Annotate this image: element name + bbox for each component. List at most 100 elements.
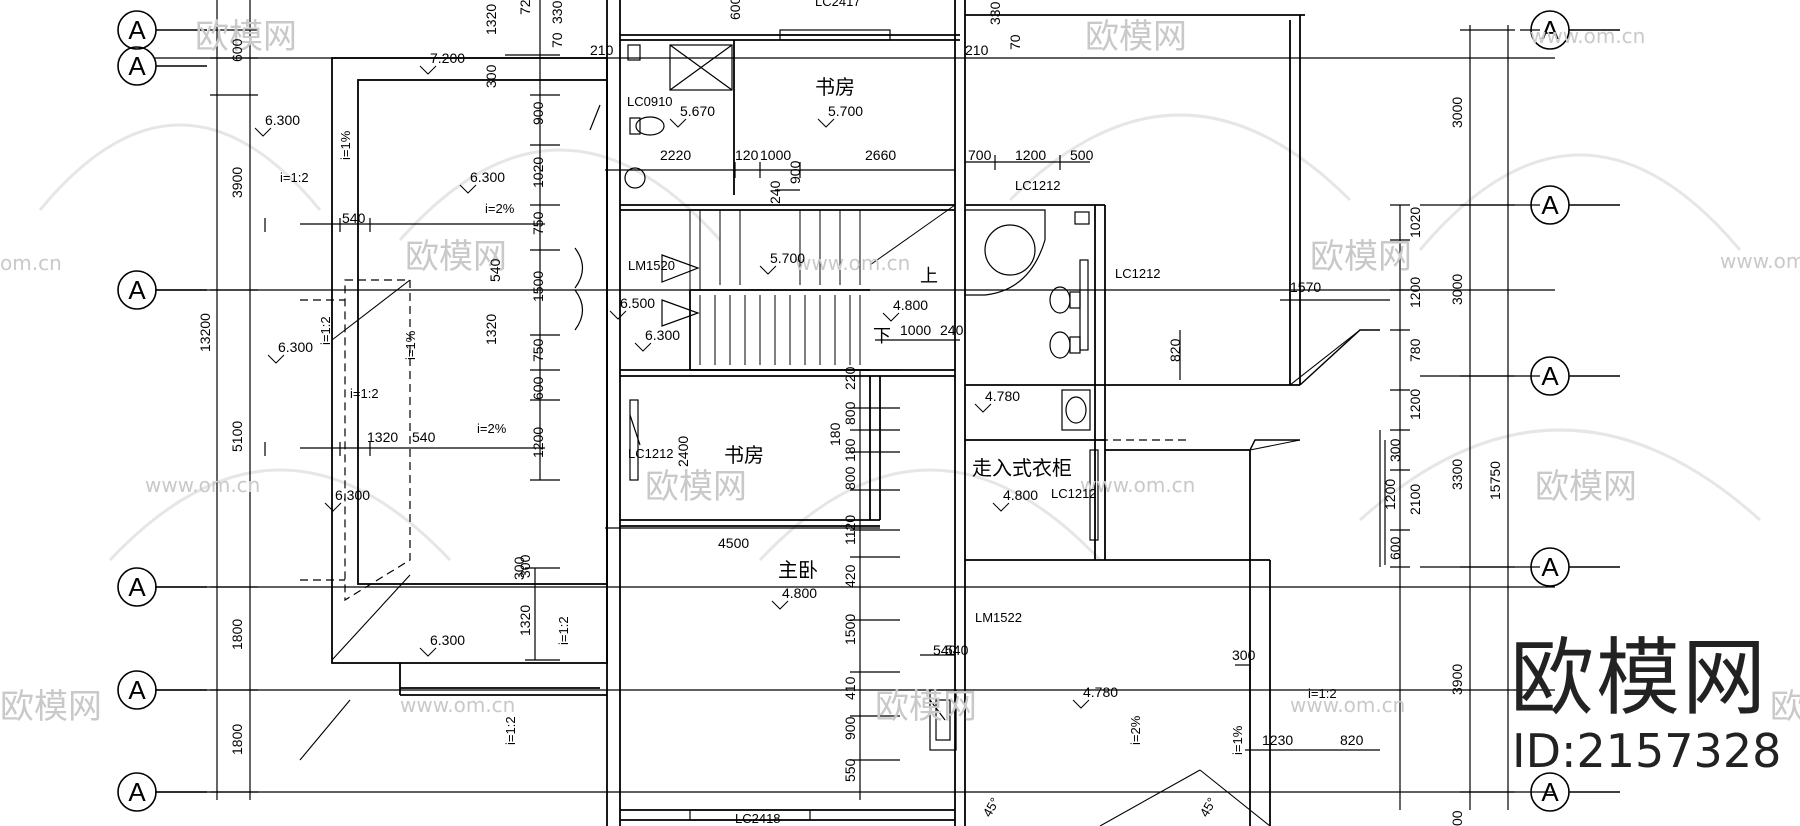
elevation-mark: 4.800: [1003, 487, 1038, 503]
dimension-text: 1570: [1290, 279, 1321, 295]
room-labels: 书房 书房 主卧 走入式衣柜: [724, 75, 1072, 582]
opening-code: LM1520: [628, 258, 675, 273]
dimension-text: 3000: [1449, 97, 1465, 128]
dimension-text: 15750: [1487, 461, 1503, 500]
dimension-texts-right: 3000 1020 3000 1200 780 1200 3300 300 12…: [1167, 97, 1503, 826]
dimension-text: 180: [842, 438, 858, 462]
dimension-text: 1020: [530, 157, 546, 188]
dimension-text: 820: [1167, 338, 1183, 362]
dimension-text: 750: [530, 338, 546, 362]
watermark-logo: 欧模网: [195, 17, 297, 57]
dimension-text: 540: [945, 642, 969, 658]
dimension-text: 1200: [530, 427, 546, 458]
dimension-text: 70: [1007, 34, 1023, 50]
dimension-text: 2660: [865, 147, 896, 163]
watermark-logo: 欧模网: [0, 687, 102, 727]
grid-bubble-label: A: [1541, 15, 1559, 45]
elevation-mark: 4.780: [1083, 684, 1118, 700]
angle-mark: 45°: [1197, 795, 1220, 820]
dimension-texts-left-inner: 720 1320 70 330 300 900 1020 750 1500 13…: [342, 0, 969, 658]
stair-up-mark: 上: [920, 266, 938, 287]
dimension-text: 2100: [1407, 484, 1423, 515]
fixtures: [624, 44, 1091, 751]
watermark-url: www.om.cn: [400, 693, 515, 717]
dimension-text: 3000: [1449, 274, 1465, 305]
dimension-text: 120: [735, 147, 759, 163]
room-label-study-north: 书房: [815, 75, 855, 99]
dimension-text: 550: [842, 758, 858, 782]
watermark-url: www.om.cn: [1290, 693, 1405, 717]
dimension-text: 300: [1387, 438, 1403, 462]
dimension-text: 300: [1232, 647, 1256, 663]
dimension-text: 420: [842, 564, 858, 588]
opening-code: LC2418: [735, 811, 781, 826]
dimension-text: 820: [1340, 732, 1364, 748]
grid-bubble-label: A: [128, 275, 146, 305]
opening-codes: LC0910 LM1520 LC1212 LC1212 LC1212 LM152…: [627, 0, 1161, 826]
dimension-text: 4500: [718, 535, 749, 551]
dimension-text: 900: [530, 101, 546, 125]
slope-mark: i=2%: [485, 201, 515, 216]
room-label-study-south: 书房: [724, 443, 764, 467]
elevation-mark: 6.300: [278, 339, 313, 355]
angle-mark: 45°: [980, 795, 1003, 820]
dimension-text: 300: [483, 64, 499, 88]
dimension-texts-misc: 1320 300: [367, 429, 527, 580]
dimension-text: 220: [842, 366, 858, 390]
watermark-url: www.om.cn: [1080, 473, 1195, 497]
elevation-mark: 6.300: [470, 169, 505, 185]
grid-bubble-label: A: [1541, 361, 1559, 391]
elevation-mark: 5.670: [680, 103, 715, 119]
grid-bubble-label: A: [128, 15, 146, 45]
watermark-arcs: [38, 113, 1762, 562]
brand-logo-text: 欧模网: [1510, 629, 1769, 727]
watermark-url-fragment: om.cn: [0, 251, 62, 275]
elevation-mark: 6.300: [265, 112, 300, 128]
watermark-url: www.om.cn: [145, 473, 260, 497]
dimension-text: 540: [487, 258, 503, 282]
dimension-text: 13200: [197, 313, 213, 352]
brand-id: ID:2157328: [1512, 724, 1782, 778]
dimension-text: 2400: [675, 436, 691, 467]
grid-bubble-label: A: [128, 572, 146, 602]
slope-mark: i=1:2: [1308, 686, 1337, 701]
dimension-text: 540: [342, 210, 366, 226]
grid-bubble-label: A: [1541, 777, 1559, 807]
watermark-logo: 欧模网: [405, 237, 507, 277]
elevation-mark: 5.700: [828, 103, 863, 119]
dimension-text: 600: [229, 38, 245, 62]
dimension-text: 70: [549, 32, 565, 48]
dimension-text: 1000: [760, 147, 791, 163]
dimension-text: 500: [1070, 147, 1094, 163]
elevation-mark: 6.300: [430, 632, 465, 648]
dimension-text: 3900: [1449, 664, 1465, 695]
stair-direction-marks: 上 下: [873, 266, 938, 347]
elevation-mark: 5.700: [770, 250, 805, 266]
elevation-mark: 6.500: [620, 295, 655, 311]
watermark-logo: 欧模网: [1085, 17, 1187, 57]
elevation-mark: 4.800: [782, 585, 817, 601]
dimension-text: 1320: [483, 314, 499, 345]
opening-code: LC2417: [815, 0, 861, 9]
dimension-text: 300: [511, 556, 527, 580]
dimension-text: 2220: [660, 147, 691, 163]
slope-mark: i=1%: [403, 330, 418, 360]
opening-code: LC0910: [627, 94, 673, 109]
dimension-text: 1200: [1382, 479, 1398, 510]
dimension-text: 1120: [842, 515, 858, 545]
dimension-text: 240: [767, 180, 783, 204]
slope-mark: i=1%: [1230, 725, 1245, 755]
watermark-logo: 欧模网: [1535, 467, 1637, 507]
dimension-text: 240: [940, 322, 964, 338]
elevation-marks: 7.200 6.300 6.300 6.300 6.300 6.300 5.67…: [265, 50, 1118, 700]
dimension-text: 1200: [1407, 389, 1423, 420]
slope-mark: i=2%: [477, 421, 507, 436]
dimension-text: 1800: [229, 619, 245, 650]
dimension-text: 00: [1449, 810, 1465, 826]
opening-code: LM1522: [975, 610, 1022, 625]
dimension-text: 410: [842, 676, 858, 700]
stair-down-mark: 下: [873, 326, 891, 347]
grid-bubble-label: A: [1541, 552, 1559, 582]
dimension-text: 330: [987, 1, 1003, 25]
elevation-mark: 6.300: [645, 327, 680, 343]
